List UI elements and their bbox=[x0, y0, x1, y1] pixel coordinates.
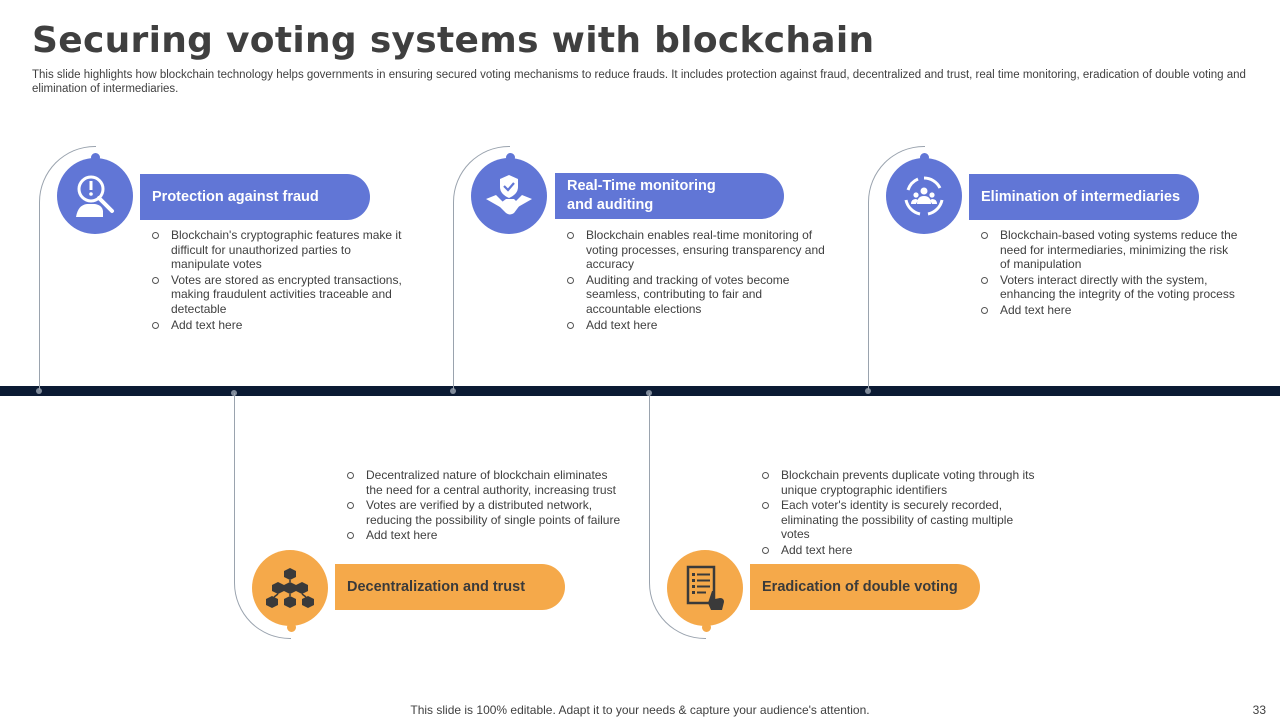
timeline-bar bbox=[0, 386, 1280, 396]
page-subtitle: This slide highlights how blockchain tec… bbox=[32, 69, 1246, 95]
list-item: Voters interact directly with the system… bbox=[981, 273, 1239, 302]
list-item: Add text here bbox=[152, 318, 410, 333]
list-item: Add text here bbox=[762, 543, 1042, 558]
card-heading: Elimination of intermediaries bbox=[969, 174, 1199, 220]
footer-note: This slide is 100% editable. Adapt it to… bbox=[410, 703, 870, 717]
card-heading-text: Decentralization and trust bbox=[347, 578, 526, 595]
card-icon-circle bbox=[57, 158, 133, 234]
card-heading-text: Real-Time monitoring and auditing bbox=[567, 178, 716, 213]
list-item: Blockchain's cryptographic features make… bbox=[152, 228, 410, 272]
card-bullet-list: Blockchain's cryptographic features make… bbox=[152, 228, 410, 333]
card-heading: Eradication of double voting bbox=[750, 564, 980, 610]
card-bullet-list: Blockchain-based voting systems reduce t… bbox=[981, 228, 1239, 319]
card-icon-circle bbox=[471, 158, 547, 234]
card-heading: Real-Time monitoring and auditing bbox=[555, 173, 784, 219]
card-bullet-list: Blockchain enables real-time monitoring … bbox=[567, 228, 825, 333]
card-heading-text: Protection against fraud bbox=[152, 188, 319, 205]
card-icon-circle bbox=[252, 550, 328, 626]
ballot-list-icon bbox=[686, 565, 724, 610]
card-heading-text: Elimination of intermediaries bbox=[981, 188, 1181, 205]
card-icon-circle bbox=[886, 158, 962, 234]
handshake-shield-icon bbox=[486, 175, 532, 215]
fraud-detective-icon bbox=[76, 175, 114, 217]
list-item: Votes are stored as encrypted transactio… bbox=[152, 273, 410, 317]
card-heading: Decentralization and trust bbox=[335, 564, 565, 610]
list-item: Decentralized nature of blockchain elimi… bbox=[347, 468, 627, 497]
list-item: Add text here bbox=[347, 528, 627, 543]
list-item: Blockchain-based voting systems reduce t… bbox=[981, 228, 1239, 272]
card-icon-circle bbox=[667, 550, 743, 626]
card-bullet-list: Blockchain prevents duplicate voting thr… bbox=[762, 468, 1042, 559]
card-heading: Protection against fraud bbox=[140, 174, 370, 220]
list-item: Blockchain enables real-time monitoring … bbox=[567, 228, 825, 272]
page-title: Securing voting systems with blockchain bbox=[32, 20, 875, 61]
list-item: Each voter's identity is securely record… bbox=[762, 498, 1042, 542]
timeline-dot bbox=[450, 388, 456, 394]
card-bullet-list: Decentralized nature of blockchain elimi… bbox=[347, 468, 627, 544]
list-item: Blockchain prevents duplicate voting thr… bbox=[762, 468, 1042, 497]
list-item: Auditing and tracking of votes become se… bbox=[567, 273, 825, 317]
timeline-dot bbox=[865, 388, 871, 394]
list-item: Votes are verified by a distributed netw… bbox=[347, 498, 627, 527]
people-cycle-icon bbox=[904, 176, 944, 216]
timeline-dot bbox=[36, 388, 42, 394]
blockchain-network-icon bbox=[266, 568, 314, 608]
list-item: Add text here bbox=[567, 318, 825, 333]
list-item: Add text here bbox=[981, 303, 1239, 318]
card-heading-text: Eradication of double voting bbox=[762, 578, 958, 595]
page-number: 33 bbox=[1252, 703, 1266, 717]
